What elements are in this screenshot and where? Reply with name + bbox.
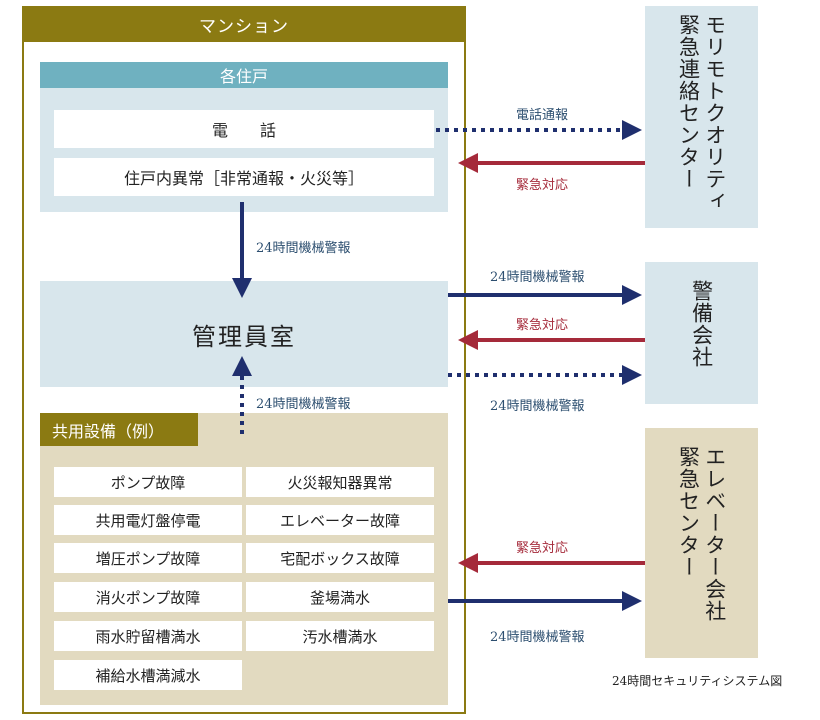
elevator-company-label: エレベーター会社緊急センター xyxy=(676,446,727,622)
elevator-alarm-label: 24時間機械警報 xyxy=(490,630,585,645)
shared-item: 汚水槽満水 xyxy=(246,621,434,651)
shared-item: 補給水槽満減水 xyxy=(54,660,242,690)
abnormal-box: 住戸内異常［非常通報・火災等］ xyxy=(54,158,434,196)
morimoto-center-box: モリモトクオリティ緊急連絡センター xyxy=(645,6,758,228)
shared-equipment-title: 共用設備（例） xyxy=(40,413,198,446)
security-emergency-label: 緊急対応 xyxy=(516,318,569,333)
morimoto-center-label: モリモトクオリティ緊急連絡センター xyxy=(676,14,727,212)
units-alarm-label: 24時間機械警報 xyxy=(256,241,351,256)
diagram-caption: 24時間セキュリティシステム図 xyxy=(612,674,783,688)
shared-alarm-label: 24時間機械警報 xyxy=(256,397,351,412)
security-alarm-label: 24時間機械警報 xyxy=(490,270,585,285)
morimoto-emergency-label: 緊急対応 xyxy=(516,178,569,193)
shared-item: エレベーター故障 xyxy=(246,505,434,535)
security-company-box: 警備会社 xyxy=(645,262,758,404)
phone-report-label: 電話通報 xyxy=(516,108,569,123)
shared-item: 共用電灯盤停電 xyxy=(54,505,242,535)
mansion-title: マンション xyxy=(22,6,466,42)
units-title: 各住戸 xyxy=(40,62,448,88)
elevator-company-box: エレベーター会社緊急センター xyxy=(645,428,758,658)
elevator-emergency-label: 緊急対応 xyxy=(516,541,569,556)
shared-item: 増圧ポンプ故障 xyxy=(54,543,242,573)
security-alarm-label-2: 24時間機械警報 xyxy=(490,399,585,414)
shared-item: 雨水貯留槽満水 xyxy=(54,621,242,651)
shared-item: ポンプ故障 xyxy=(54,467,242,497)
shared-item: 火災報知器異常 xyxy=(246,467,434,497)
phone-box: 電 話 xyxy=(54,110,434,148)
shared-item: 宅配ボックス故障 xyxy=(246,543,434,573)
shared-item: 釜場満水 xyxy=(246,582,434,612)
security-company-label: 警備会社 xyxy=(689,280,714,368)
shared-item: 消火ポンプ故障 xyxy=(54,582,242,612)
